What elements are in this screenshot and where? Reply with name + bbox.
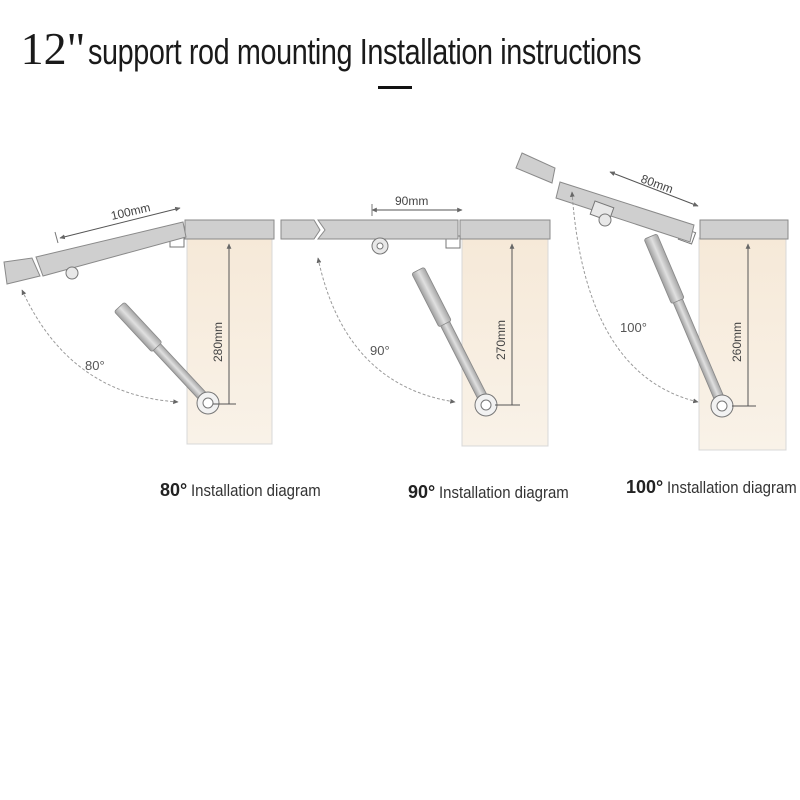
caption-80: 80°Installation diagram (160, 480, 339, 501)
width-dimension-label: 100mm (110, 200, 152, 223)
width-dimension-label: 80mm (639, 172, 675, 197)
caption-100: 100°Installation diagram (626, 477, 800, 498)
cabinet-top (459, 219, 551, 240)
diagram-80: 100mm 280mm 80° (3, 200, 275, 445)
caption-text: Installation diagram (191, 481, 321, 500)
title-text: support rod mounting Installation instru… (87, 31, 642, 72)
diagram-100: 80mm 260mm 100° (515, 152, 789, 451)
angle-label: 90° (370, 343, 390, 358)
caption-90: 90°Installation diagram (408, 482, 587, 503)
caption-angle: 80° (160, 480, 188, 500)
diagram-90: 90mm 270mm 90° (280, 194, 551, 447)
title-underline (378, 86, 412, 89)
height-dimension-label: 280mm (211, 322, 225, 362)
door-end (3, 257, 41, 285)
cabinet-top (699, 219, 789, 240)
width-dimension-label: 90mm (395, 194, 428, 208)
caption-angle: 100° (626, 477, 664, 497)
page-title: 12" support rod mounting Installation in… (0, 22, 800, 75)
door-end (280, 219, 321, 240)
cabinet-side (461, 237, 549, 447)
door-panel (316, 219, 459, 240)
angle-label: 100° (620, 320, 647, 335)
caption-text: Installation diagram (439, 483, 569, 502)
height-dimension-label: 270mm (494, 320, 508, 360)
door-panel (35, 221, 187, 277)
door-end (515, 152, 556, 184)
caption-text: Installation diagram (667, 478, 797, 497)
height-dimension-label: 260mm (730, 322, 744, 362)
caption-angle: 90° (408, 482, 436, 502)
angle-label: 80° (85, 358, 105, 373)
title-size: 12" (20, 23, 86, 74)
cabinet-top (184, 219, 275, 240)
